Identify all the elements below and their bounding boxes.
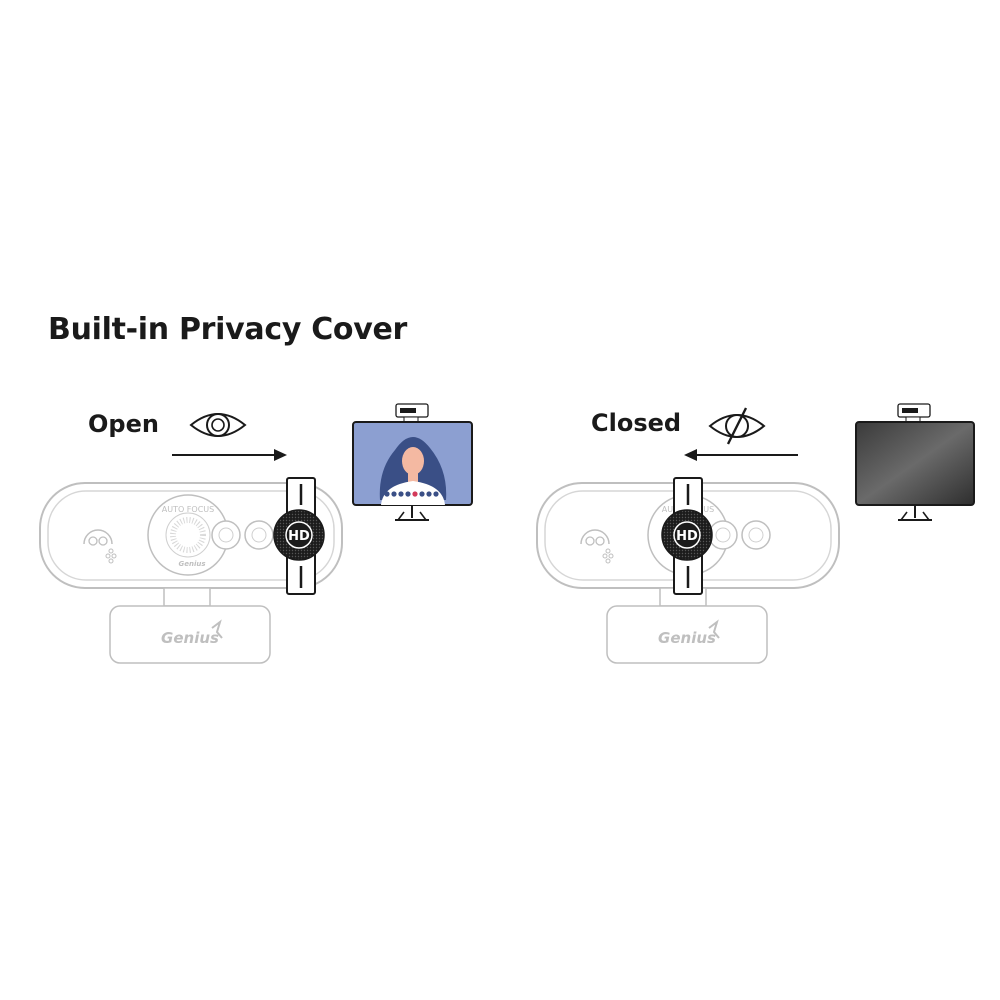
page-title: Built-in Privacy Cover — [48, 312, 408, 347]
auto-focus-text: AUTO FOCUS — [162, 505, 214, 514]
arrow-left-icon — [684, 449, 798, 461]
webcam-closed: Genius AUTO FOCUS HD — [536, 477, 840, 664]
monitor-closed — [855, 403, 975, 521]
arrow-right-icon — [172, 449, 287, 461]
closed-label: Closed — [591, 409, 682, 437]
lens-brand: Genius — [178, 560, 205, 568]
eye-icon — [189, 413, 247, 437]
webcam-open: Genius AUTO FOCUS Genius — [39, 477, 343, 664]
monitor-open — [352, 403, 473, 521]
call-controls — [384, 491, 439, 497]
open-scene: Genius AUTO FOCUS Genius — [39, 403, 473, 664]
brand-logo-closed: Genius — [658, 629, 716, 647]
open-label: Open — [88, 410, 159, 438]
hd-badge: HD — [288, 529, 310, 544]
closed-scene: Genius AUTO FOCUS HD — [536, 403, 975, 664]
eye-crossed-icon — [708, 407, 766, 445]
hd-badge-closed: HD — [676, 529, 698, 544]
brand-logo: Genius — [161, 629, 219, 647]
